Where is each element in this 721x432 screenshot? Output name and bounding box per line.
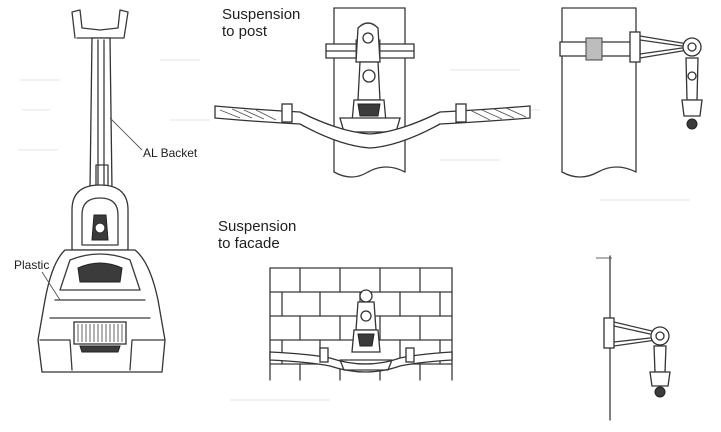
grip-teeth [77,324,123,342]
plastic-leader [41,271,61,301]
suspension-to-facade-line-2: to facade [218,235,280,252]
suspension-to-post-title: Suspension to post [222,6,300,40]
suspension-to-facade-title: Suspension to facade [218,218,296,252]
suspension-clamp-drawing [37,9,166,373]
plastic-label: Plastic [14,258,50,272]
al-bracket-label: AL Backet [143,146,198,160]
suspension-to-post-line-1: Suspension [222,6,301,23]
post-side-view-drawing [559,7,703,178]
suspension-to-facade-line-1: Suspension [218,218,297,235]
facade-side-view-drawing [596,255,671,421]
facade-suspension-drawing [269,267,453,381]
al-bracket-leader [109,117,143,151]
post-suspension-drawing [214,7,531,178]
suspension-to-post-line-2: to post [222,23,268,40]
